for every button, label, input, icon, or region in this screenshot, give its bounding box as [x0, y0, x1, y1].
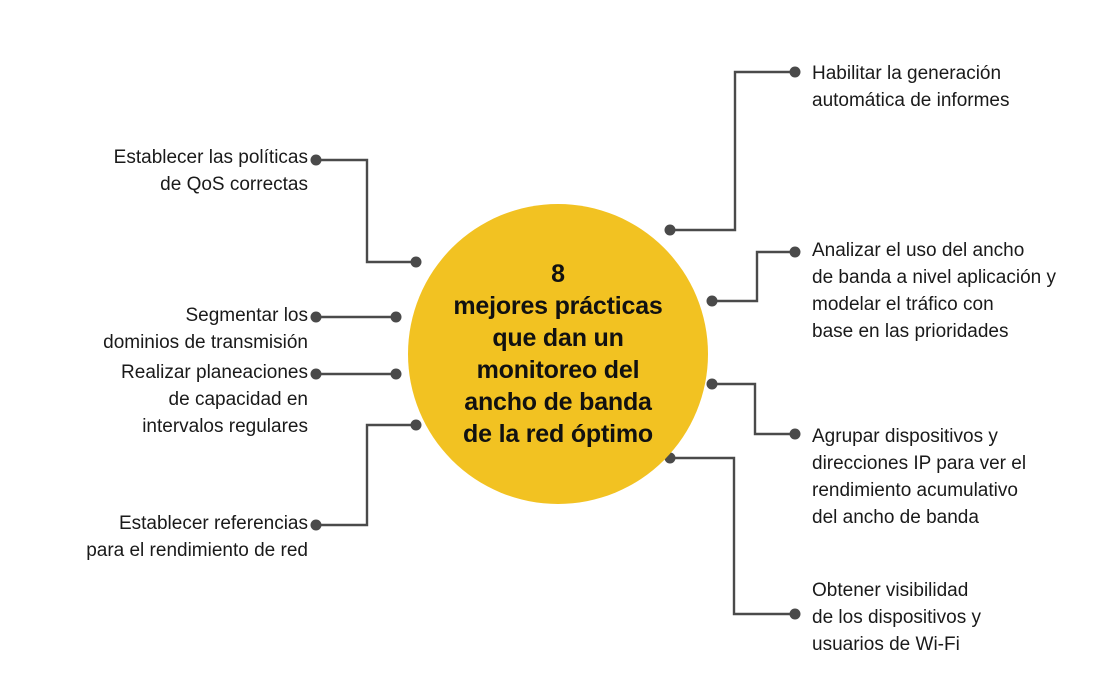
hub-circle: 8 mejores prácticas que dan un monitoreo… [408, 204, 708, 504]
connector-visibilidad-wifi-dot-2 [789, 608, 801, 620]
connector-agrupar-dispositivos-dot-1 [706, 378, 718, 390]
connector-generacion-informes [664, 66, 801, 236]
connector-analizar-uso-ancho-banda-dot-1 [706, 295, 718, 307]
connector-politicas-qos-line [316, 158, 416, 264]
connector-referencias-rendimiento-dot-2 [410, 419, 422, 431]
connector-visibilidad-wifi [664, 452, 801, 620]
connector-analizar-uso-ancho-banda-line [712, 250, 795, 303]
leaf-label-visibilidad-wifi: Obtener visibilidad de los dispositivos … [812, 580, 981, 655]
connector-segmentar-dominios-dot-2 [390, 311, 402, 323]
connector-visibilidad-wifi-line [670, 456, 795, 616]
connector-planeaciones-capacidad [310, 368, 402, 380]
connector-generacion-informes-line [670, 70, 795, 232]
leaf-label-planeaciones-capacidad: Realizar planeaciones de capacidad en in… [121, 362, 308, 437]
connector-analizar-uso-ancho-banda-dot-2 [789, 246, 801, 258]
connector-agrupar-dispositivos-dot-2 [789, 428, 801, 440]
leaf-label-agrupar-dispositivos: Agrupar dispositivos y direcciones IP pa… [812, 426, 1027, 528]
leaf-label-referencias-rendimiento: Establecer referencias para el rendimien… [86, 513, 308, 561]
leaf-label-segmentar-dominios: Segmentar los dominios de transmisión [103, 305, 308, 353]
connector-planeaciones-capacidad-dot-2 [390, 368, 402, 380]
leaf-label-analizar-uso-ancho-banda: Analizar el uso del ancho de banda a niv… [812, 240, 1057, 342]
connector-agrupar-dispositivos-line [712, 382, 795, 436]
connector-analizar-uso-ancho-banda [706, 246, 801, 307]
connector-politicas-qos [310, 154, 422, 268]
connector-planeaciones-capacidad-dot-1 [310, 368, 322, 380]
connector-agrupar-dispositivos [706, 378, 801, 440]
connector-referencias-rendimiento [310, 419, 422, 531]
connector-generacion-informes-dot-2 [789, 66, 801, 78]
connector-generacion-informes-dot-1 [664, 224, 676, 236]
leaf-label-politicas-qos: Establecer las políticas de QoS correcta… [113, 147, 308, 195]
connector-segmentar-dominios-dot-1 [310, 311, 322, 323]
connector-segmentar-dominios [310, 311, 402, 323]
leaf-label-generacion-informes: Habilitar la generación automática de in… [812, 63, 1010, 111]
connector-politicas-qos-dot-2 [410, 256, 422, 268]
connector-politicas-qos-dot-1 [310, 154, 322, 166]
hub-title: 8 mejores prácticas que dan un monitoreo… [453, 260, 663, 448]
connector-referencias-rendimiento-dot-1 [310, 519, 322, 531]
connector-referencias-rendimiento-line [316, 423, 416, 527]
